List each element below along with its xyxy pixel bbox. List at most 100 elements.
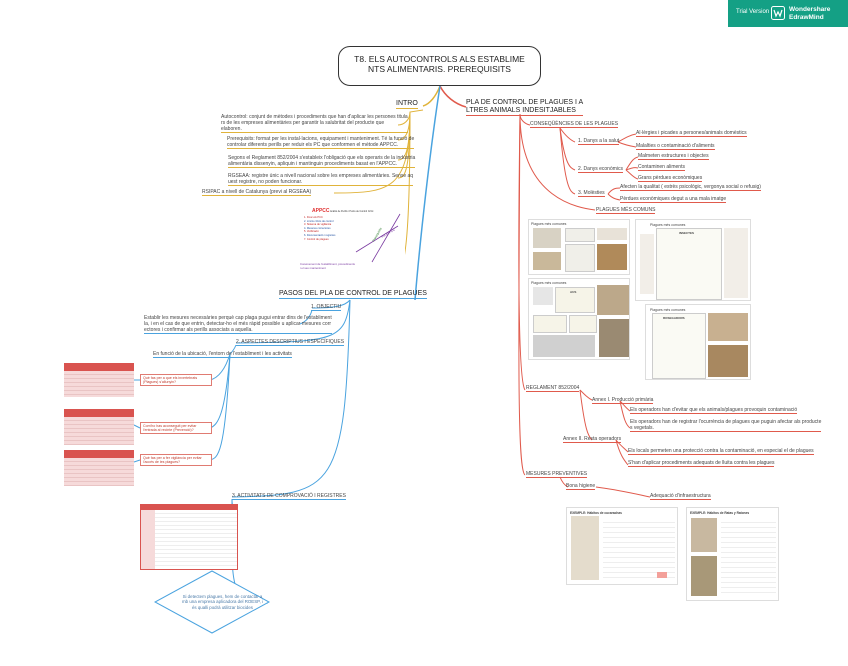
intro-item-3[interactable]: Segons el Reglament 852/2004 s'estableix… xyxy=(228,155,416,168)
example-tag xyxy=(657,572,667,578)
plague-photo xyxy=(533,252,561,270)
example-ratas-card: EXEMPLE: Hàbitos de Ratas y Ratones xyxy=(686,507,779,601)
bubble-shape xyxy=(154,570,270,634)
rosegadors-table: ROSEGADORS xyxy=(652,313,706,379)
edrawmind-logo-icon xyxy=(771,6,785,20)
aspectes-text[interactable]: En funció de la ubicació, l'entorn de l'… xyxy=(153,351,292,358)
danys-salut-malalties[interactable]: Malalties o contaminació d'aliments xyxy=(636,143,715,150)
answer-box-body xyxy=(64,417,134,445)
question-vigilancia[interactable]: Què fas per a fer vigilància per evitar … xyxy=(140,454,212,466)
aspectes-topic[interactable]: 2. ASPECTES DESCRIPTIUS I ESPECÍFIQUES xyxy=(236,339,345,346)
annex2-procediments[interactable]: S'han d'aplicar procediments adequats de… xyxy=(628,460,775,467)
danys-salut[interactable]: 1. Danys a la salut xyxy=(578,138,620,145)
aus-table xyxy=(533,315,567,333)
question-prevencio[interactable]: Com'ho has aconseguit per evitar l'entra… xyxy=(140,422,212,434)
appcc-subtitle: Anàlisi de Perills i Punts de Control Cr… xyxy=(330,210,374,213)
annex2-locals[interactable]: Els locals permeten una protecció contra… xyxy=(628,448,814,455)
plague-photo xyxy=(597,228,627,240)
answer-box-3 xyxy=(64,450,134,486)
plague-photo xyxy=(597,244,627,270)
bona-higiene[interactable]: Bona higiene xyxy=(566,483,596,490)
answer-box-header xyxy=(64,409,134,417)
intro-topic[interactable]: INTRO xyxy=(396,100,418,109)
objectiu-topic[interactable]: 1. OBJECTIU xyxy=(311,304,342,311)
aus-table xyxy=(569,315,597,333)
pigeons-photo xyxy=(533,335,595,357)
bubble-text: Si detectem plagues, hem de contactar a … xyxy=(182,594,263,610)
passos-topic[interactable]: PASOS DEL PLA DE CONTROL DE PLAGUES xyxy=(279,290,427,299)
appcc-image: APPCC Anàlisi de Perills i Punts de Cont… xyxy=(290,206,405,278)
plagues-topic[interactable]: PLA DE CONTROL DE PLAGUES I A LTRES ANIM… xyxy=(466,99,584,116)
annex1[interactable]: Annex I. Producció primària xyxy=(592,397,654,404)
registres-table xyxy=(140,504,238,570)
example-text-lines xyxy=(721,518,776,596)
annex1-evitar[interactable]: Els operadors han d'evitar que els anima… xyxy=(630,407,798,414)
consequencies-topic[interactable]: CONSEQÜÈNCIES DE LES PLAGUES xyxy=(530,121,619,128)
insect-photos xyxy=(640,234,654,294)
insect-photos xyxy=(724,228,748,298)
intro-item-1[interactable]: Autocontrol: conjunt de mètodes i proced… xyxy=(221,114,408,133)
danys-economics-estructures[interactable]: Malmeten estructures i objectes xyxy=(638,153,709,160)
example-text-lines xyxy=(603,518,675,580)
plagues-card-4: Plagues més comunes ROSEGADORS xyxy=(645,304,751,380)
cockroach-photo xyxy=(571,516,599,580)
molesties[interactable]: 3. Molèsties xyxy=(578,190,605,197)
reglament-topic[interactable]: REGLAMENT 852/2004 xyxy=(526,385,580,392)
danys-economics-perdues[interactable]: Grans pèrdues econòmiques xyxy=(638,175,703,182)
aus-table: AUS xyxy=(555,287,595,313)
insectes-table: INSECTES xyxy=(656,228,722,300)
answer-box-header xyxy=(64,363,134,371)
answer-box-2 xyxy=(64,409,134,445)
biocides-bubble[interactable]: Si detectem plagues, hem de contactar a … xyxy=(154,570,270,634)
answer-box-1 xyxy=(64,363,134,397)
watermark-banner: Trial Version Wondershare EdrawMind xyxy=(728,0,848,27)
rat-photo xyxy=(691,556,717,596)
appcc-title: APPCC xyxy=(312,208,330,214)
bird-photo xyxy=(597,285,629,315)
appcc-list: 1. Fixar els PCC 2. Límits crítics de co… xyxy=(304,216,336,241)
svg-text:Pla APPCC: Pla APPCC xyxy=(381,227,397,239)
rodent-photo xyxy=(708,313,748,341)
rodent-photo xyxy=(708,345,748,377)
plague-photo xyxy=(533,228,561,248)
registres-table-header xyxy=(141,505,237,510)
annex2[interactable]: Annex II. Resta operadors xyxy=(563,436,622,443)
intro-item-4[interactable]: RGSEAA: registre únic a nivell nacional … xyxy=(228,173,414,186)
bird-photo xyxy=(533,287,553,305)
rat-photo xyxy=(691,518,717,552)
appcc-diagram-lines: Prerequisits Pla APPCC xyxy=(355,213,401,263)
mesures-preventives-topic[interactable]: MESURES PREVENTIVES xyxy=(526,471,588,478)
central-topic[interactable]: T8. ELS AUTOCONTROLS ALS ESTABLIME NTS A… xyxy=(338,46,541,86)
activitats-topic[interactable]: 3. ACTIVITATS DE COMPROVACIÓ I REGISTRES xyxy=(232,493,346,500)
molesties-qualitat[interactable]: Afecten la qualitat ( estrès psicològic,… xyxy=(620,184,761,191)
danys-salut-alergies[interactable]: Al·lèrgies i picades a persones/animals … xyxy=(636,130,747,137)
objectiu-text[interactable]: Establir les mesures necessàries perquè … xyxy=(144,315,332,334)
adequacio-infraestructura[interactable]: Adequació d'infraestructura xyxy=(650,493,711,500)
answer-box-body xyxy=(64,458,134,486)
plagues-card-2: Plagues més comunes AUS xyxy=(528,278,630,360)
bird-photo xyxy=(599,319,629,357)
molesties-imatge[interactable]: Pèrdues econòmiques degut a una mala ima… xyxy=(620,196,727,203)
plagues-card-1: Plagues més comunes xyxy=(528,219,630,275)
plagues-card-3: Plagues més comunes INSECTES xyxy=(635,219,751,301)
svg-text:Prerequisits: Prerequisits xyxy=(371,226,383,242)
answer-box-body xyxy=(64,371,134,397)
danys-economics[interactable]: 2. Danys econòmics xyxy=(578,166,624,173)
plagues-mes-comuns-topic[interactable]: PLAGUES MÉS COMUNS xyxy=(596,207,656,214)
example-cucarachas-card: EXEMPLE: Hàbitos de cucarachas xyxy=(566,507,678,585)
question-allunyin[interactable]: Què fas per a que els invertebrats (Plag… xyxy=(140,374,212,386)
intro-item-2[interactable]: Prerequisits: format per les instal·laci… xyxy=(227,136,415,149)
appcc-footer-2: i el seu manteniment xyxy=(300,266,326,270)
appcc-footer-1: Coneixement de l'establiment, procedimen… xyxy=(300,262,355,266)
brand-name: Wondershare EdrawMind xyxy=(789,6,831,21)
registres-table-rows xyxy=(155,510,237,569)
plague-table xyxy=(565,228,595,242)
danys-economics-contaminen[interactable]: Contaminen aliments xyxy=(638,164,685,171)
intro-item-5[interactable]: RSIPAC a nivell de Catalunya (previ al R… xyxy=(202,189,312,196)
plague-table xyxy=(565,244,595,272)
registres-table-col xyxy=(141,510,155,569)
annex1-registrar[interactable]: Els operadors han de registrar l'ocurrèn… xyxy=(630,419,822,432)
trial-version-label: Trial Version xyxy=(736,9,770,15)
answer-box-header xyxy=(64,450,134,458)
